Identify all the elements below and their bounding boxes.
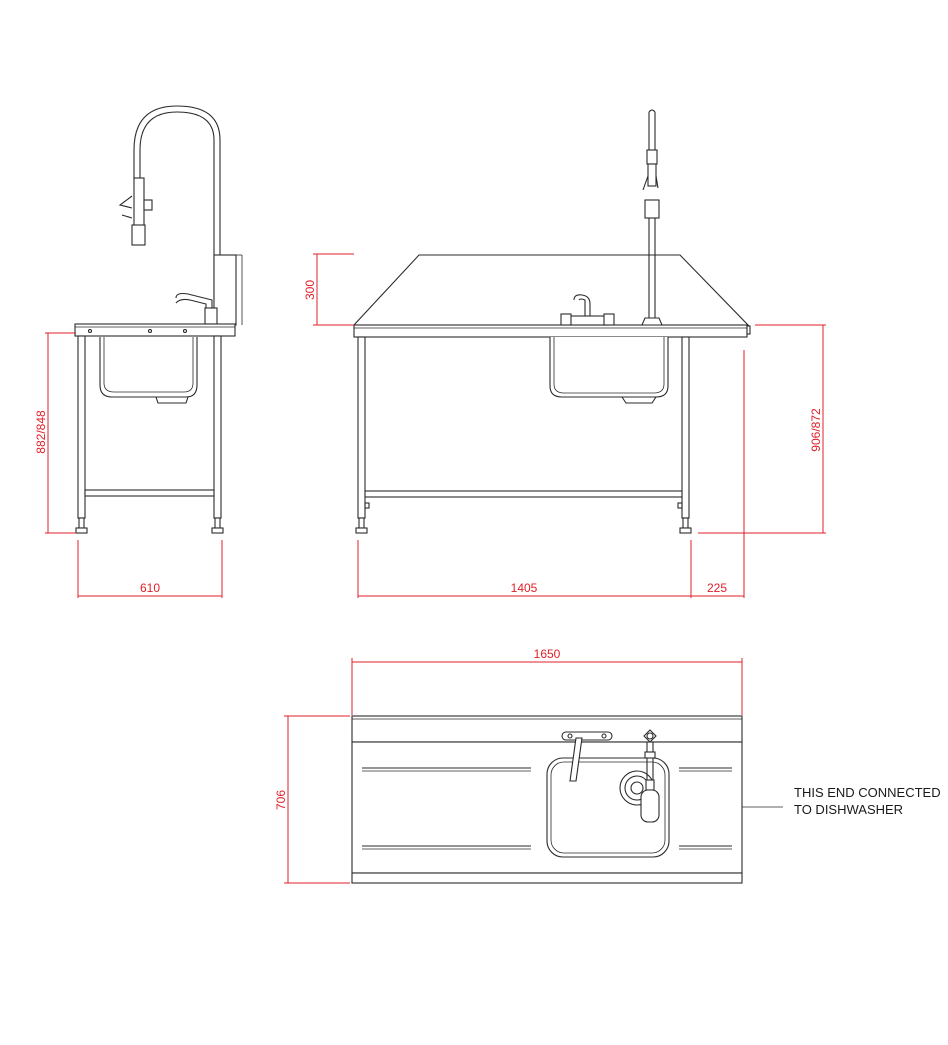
- front-width-label: 1405: [511, 581, 538, 595]
- front-mixer-tap-icon: [560, 294, 615, 326]
- side-depth-label: 610: [140, 581, 160, 595]
- side-depth-dimension: 610: [77, 540, 223, 598]
- front-overhang-label: 225: [707, 581, 727, 595]
- front-height-label: 906/872: [809, 408, 823, 452]
- side-mixer-tap-icon: [175, 292, 218, 325]
- dishwasher-note-line1: THIS END CONNECTED: [794, 785, 941, 800]
- side-pre-rinse-spray-icon: [118, 105, 221, 300]
- front-sink-bowl-icon: [549, 337, 669, 404]
- front-overhang-dimension: 225: [691, 350, 745, 598]
- plan-mixer-tap-icon: [561, 731, 613, 782]
- side-height-dimension: 882/848: [34, 332, 76, 534]
- plan-depth-label: 706: [274, 790, 288, 810]
- splash-height-dimension: 300: [303, 253, 354, 326]
- dishwasher-note: THIS END CONNECTED TO DISHWASHER: [742, 785, 941, 817]
- plan-length-dimension: 1650: [351, 647, 743, 715]
- front-view: [352, 109, 751, 534]
- front-pre-rinse-spray-icon: [641, 109, 663, 326]
- side-view: [74, 105, 243, 534]
- front-width-dimension: 1405: [357, 540, 692, 598]
- plan-length-label: 1650: [534, 647, 561, 661]
- front-height-dimension: 906/872: [698, 324, 826, 534]
- side-height-label: 882/848: [34, 410, 48, 454]
- splash-height-label: 300: [303, 280, 317, 300]
- plan-depth-dimension: 706: [274, 715, 350, 884]
- plan-view: [351, 715, 743, 884]
- side-sink-bowl-icon: [99, 337, 198, 404]
- dishwasher-note-line2: TO DISHWASHER: [794, 802, 903, 817]
- plan-pre-rinse-spray-icon: [640, 729, 660, 823]
